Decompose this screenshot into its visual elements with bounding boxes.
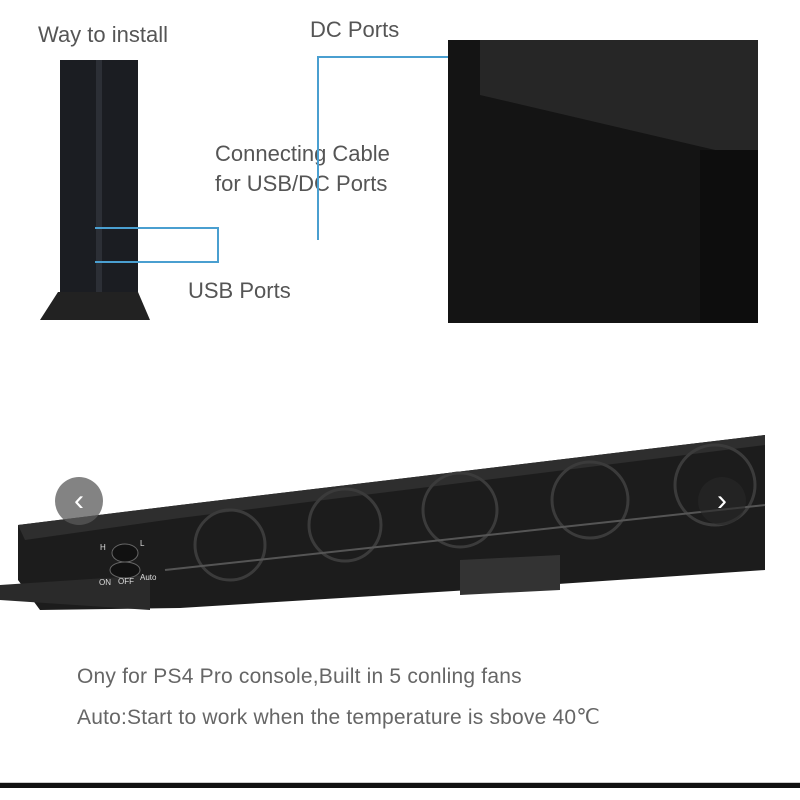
switch-label-auto: Auto — [140, 573, 157, 582]
divider-light — [0, 782, 800, 783]
connecting-cable-label-2: for USB/DC Ports — [215, 171, 388, 196]
usb-ports-label: USB Ports — [188, 278, 291, 303]
switch-label-on: ON — [99, 578, 111, 587]
way-to-install-label: Way to install — [38, 22, 169, 47]
cable-lines — [95, 56, 468, 263]
switch-label-l: L — [140, 539, 145, 548]
caption-line-1: Ony for PS4 Pro console,Built in 5 conli… — [77, 665, 522, 688]
chevron-right-icon: › — [717, 484, 727, 517]
switch-label-h: H — [100, 543, 106, 552]
divider-bar — [0, 783, 800, 788]
connecting-cable-label: Connecting Cable — [215, 141, 390, 166]
dc-ports-label: DC Ports — [310, 17, 400, 42]
cooling-fan-bar-image — [0, 435, 766, 610]
chevron-left-icon: ‹ — [74, 484, 84, 517]
switch-label-off: OFF — [118, 577, 134, 586]
closeup-image — [448, 40, 758, 323]
caption-line-2: Auto:Start to work when the temperature … — [77, 706, 601, 729]
ps4-console-image — [40, 60, 150, 320]
carousel-prev-button[interactable]: ‹ — [55, 477, 103, 525]
carousel-next-button[interactable]: › — [698, 477, 746, 525]
